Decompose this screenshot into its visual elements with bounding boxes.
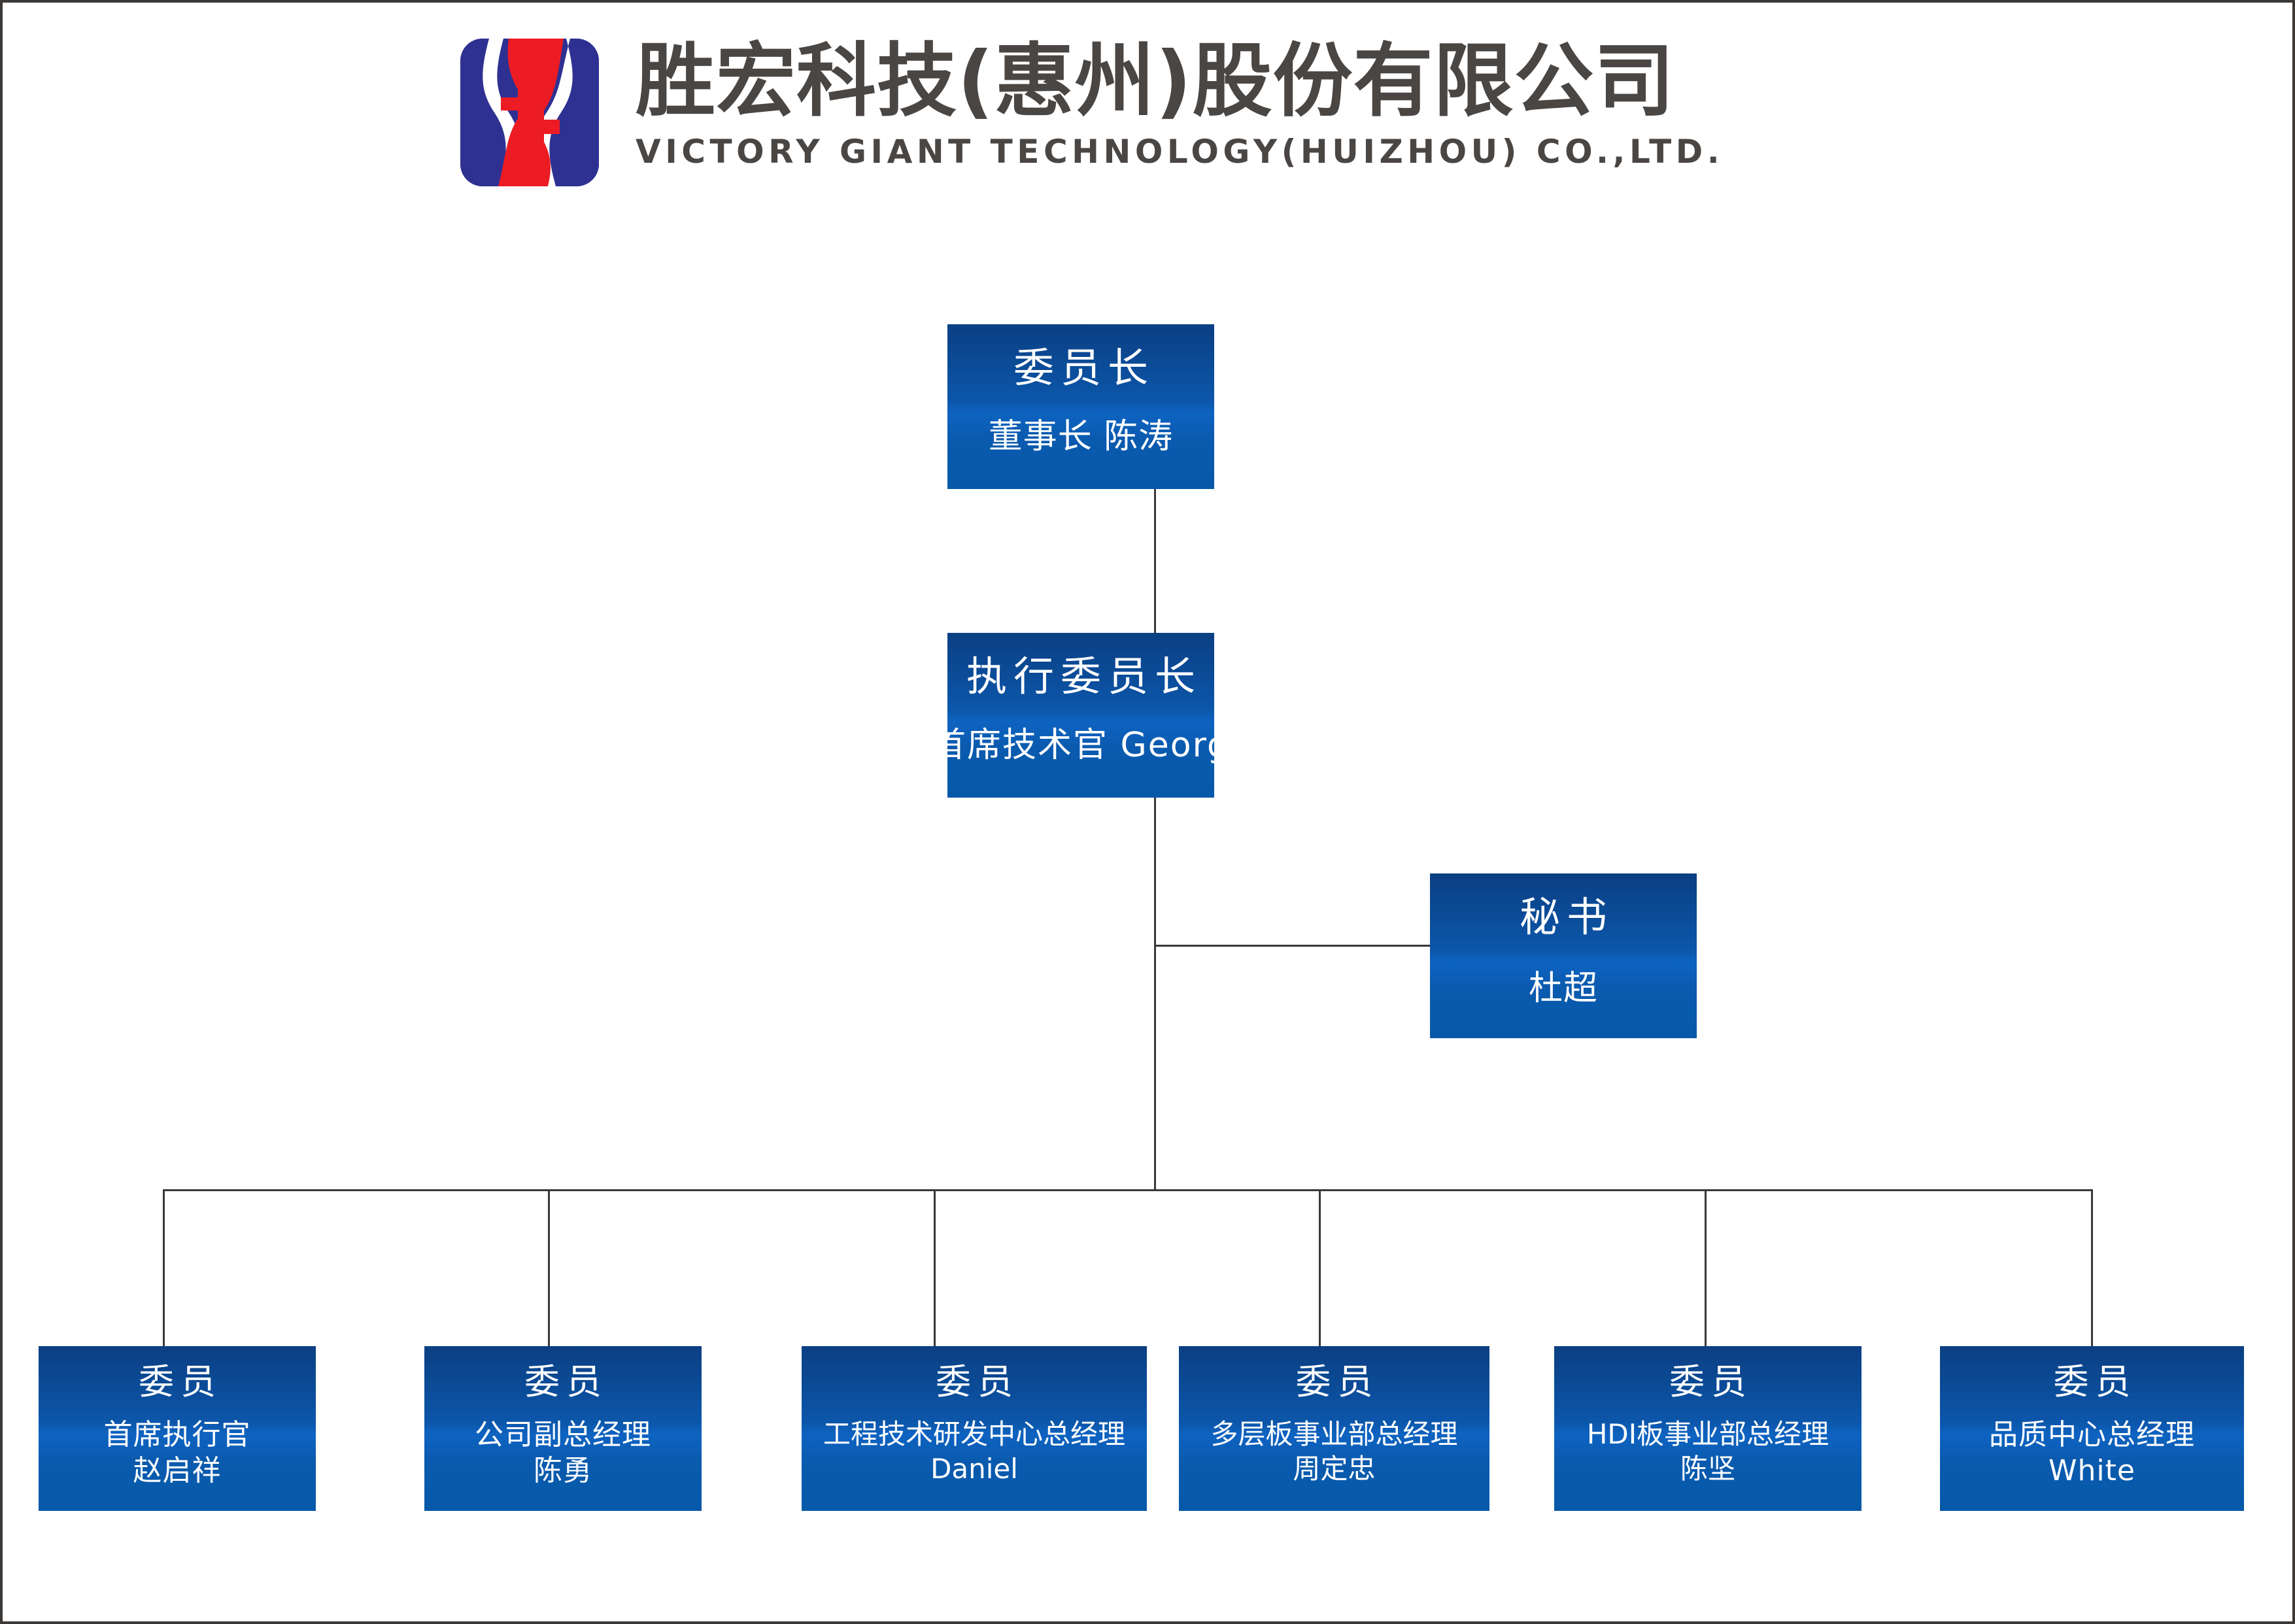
company-header: 胜宏科技(惠州)股份有限公司 VICTORY GIANT TECHNOLOGY(… — [460, 35, 1724, 186]
org-node-secretary[interactable]: 秘书 杜超 — [1430, 873, 1697, 1038]
victory-giant-s-logo-icon — [460, 39, 599, 186]
node-subtitle: 杜超 — [1528, 969, 1598, 1008]
connector-exec-to-secretary — [1154, 945, 1430, 947]
node-name: Daniel — [930, 1453, 1018, 1485]
connector-member-bus-bar — [163, 1189, 2093, 1191]
company-name-cn: 胜宏科技(惠州)股份有限公司 — [636, 35, 1675, 127]
node-name: 周定忠 — [1293, 1453, 1376, 1485]
node-role: HDI板事业部总经理 — [1586, 1418, 1829, 1450]
connector-drop-member-5 — [1705, 1189, 1707, 1346]
connector-chairman-to-exec — [1154, 488, 1156, 633]
connector-drop-member-6 — [2091, 1189, 2093, 1346]
node-role: 品质中心总经理 — [1989, 1418, 2195, 1451]
node-title: 委员 — [2053, 1361, 2137, 1402]
node-name: White — [2048, 1454, 2135, 1488]
node-role: 多层板事业部总经理 — [1210, 1418, 1458, 1450]
node-name: 陈勇 — [534, 1454, 592, 1488]
node-title: 执行委员长 — [966, 652, 1202, 700]
node-title: 委员 — [936, 1361, 1019, 1402]
connector-exec-trunk — [1154, 798, 1156, 1190]
connector-drop-member-1 — [163, 1189, 165, 1346]
company-name-en: VICTORY GIANT TECHNOLOGY(HUIZHOU) CO.,LT… — [636, 132, 1724, 171]
node-title: 委员 — [524, 1361, 608, 1402]
node-role: 首席执行官 — [103, 1418, 251, 1451]
connector-drop-member-4 — [1319, 1189, 1321, 1346]
node-title: 秘书 — [1519, 893, 1614, 941]
org-node-member-3[interactable]: 委员 工程技术研发中心总经理 Daniel — [802, 1346, 1147, 1511]
node-title: 委员 — [1295, 1361, 1380, 1402]
connector-drop-member-3 — [934, 1189, 936, 1346]
connector-drop-member-2 — [548, 1189, 550, 1346]
org-node-exec-chairman[interactable]: 执行委员长 首席技术官 Georg — [932, 633, 1229, 798]
node-title: 委员 — [1669, 1361, 1753, 1402]
node-title: 委员长 — [1013, 344, 1155, 392]
org-node-chairman[interactable]: 委员长 董事长 陈涛 — [947, 324, 1214, 489]
org-node-member-6[interactable]: 委员 品质中心总经理 White — [1940, 1346, 2244, 1511]
org-node-member-5[interactable]: 委员 HDI板事业部总经理 陈坚 — [1554, 1346, 1862, 1511]
node-title: 委员 — [139, 1361, 222, 1402]
org-node-member-2[interactable]: 委员 公司副总经理 陈勇 — [424, 1346, 702, 1511]
company-name-block: 胜宏科技(惠州)股份有限公司 VICTORY GIANT TECHNOLOGY(… — [636, 35, 1724, 171]
node-name: 赵启祥 — [133, 1454, 222, 1488]
node-name: 陈坚 — [1680, 1453, 1735, 1485]
node-subtitle: 首席技术官 Georg — [931, 726, 1231, 765]
node-role: 工程技术研发中心总经理 — [823, 1418, 1125, 1450]
org-node-member-4[interactable]: 委员 多层板事业部总经理 周定忠 — [1179, 1346, 1489, 1511]
node-subtitle: 董事长 陈涛 — [988, 417, 1174, 456]
node-role: 公司副总经理 — [475, 1418, 651, 1451]
org-node-member-1[interactable]: 委员 首席执行官 赵启祥 — [39, 1346, 316, 1511]
